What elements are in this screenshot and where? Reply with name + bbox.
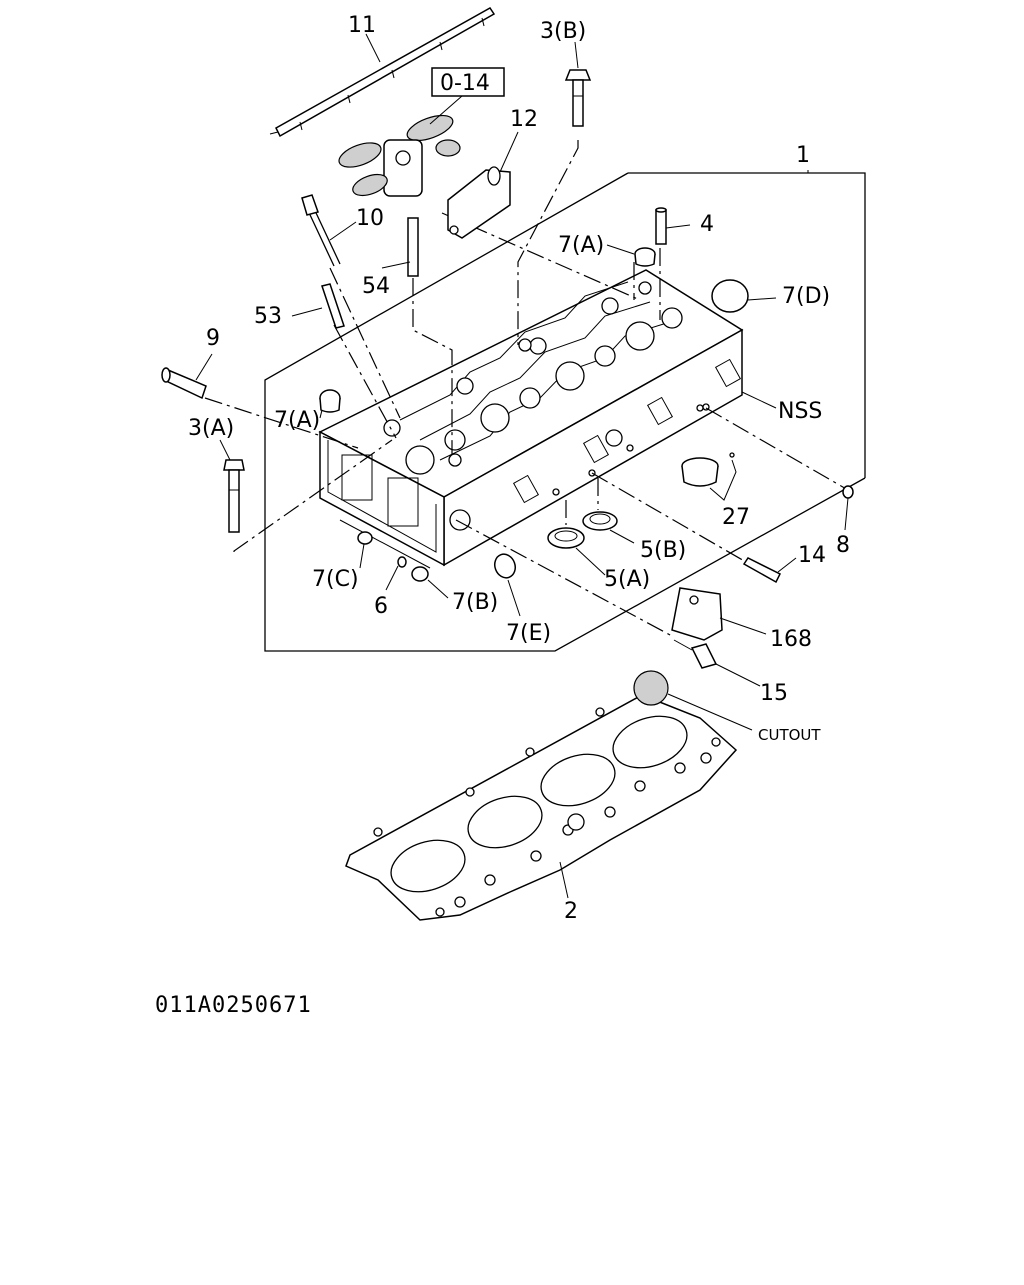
part-15-bolt (673, 639, 718, 669)
part-10-glow-plug (301, 194, 341, 267)
label-7b: 7(B) (452, 590, 498, 615)
leader-lines (195, 33, 849, 899)
label-7d: 7(D) (782, 284, 830, 309)
part-53-stud (321, 283, 345, 329)
label-11: 11 (348, 13, 376, 38)
part-168-bracket (671, 587, 723, 641)
label-7a-top: 7(A) (558, 233, 604, 258)
part-14-stud (742, 557, 782, 584)
callout-labels: 11 3(B) 0-14 12 1 10 4 7(A) 54 7(D) 53 9… (188, 13, 850, 924)
part-3a-bolt (223, 459, 245, 533)
label-1: 1 (796, 143, 810, 168)
label-0-14: 0-14 (440, 71, 490, 96)
cylinder-head (318, 269, 744, 569)
part-9-plug (161, 367, 207, 400)
part-7c-plug (357, 531, 373, 545)
label-5b: 5(B) (640, 538, 686, 563)
part-7d-cap (711, 279, 749, 313)
label-27: 27 (722, 505, 750, 530)
label-54: 54 (362, 274, 390, 299)
part-27-seal (681, 452, 735, 487)
label-3a: 3(A) (188, 416, 234, 441)
part-12-bracket (447, 166, 511, 239)
cutout-bubble (633, 670, 669, 706)
label-8: 8 (836, 533, 850, 558)
label-7a-left: 7(A) (274, 408, 320, 433)
label-7e: 7(E) (506, 621, 551, 646)
drawing-code: 011A0250671 (155, 993, 312, 1018)
reference-lines (204, 140, 849, 637)
part-5a-seat (547, 527, 585, 549)
part-2-head-gasket (345, 694, 738, 921)
label-nss: NSS (778, 399, 822, 424)
part-6-pin (397, 556, 407, 568)
label-2: 2 (564, 899, 578, 924)
label-5a: 5(A) (604, 567, 650, 592)
rocker-assembly (338, 114, 461, 197)
label-cutout: CUTOUT (758, 726, 821, 744)
label-0-14-box (431, 67, 505, 97)
label-7c: 7(C) (312, 567, 359, 592)
label-53: 53 (254, 304, 282, 329)
part-7a-left-plug (319, 389, 341, 413)
label-168: 168 (770, 627, 812, 652)
part-7b-plug (411, 566, 429, 582)
part-4-dowel (655, 207, 667, 245)
part-8-plug (842, 485, 854, 499)
part-7a-top-plug (634, 247, 656, 267)
label-9: 9 (206, 326, 220, 351)
part-11-strip (269, 7, 496, 138)
label-10: 10 (356, 206, 384, 231)
label-3b: 3(B) (540, 19, 586, 44)
part-5b-seat (582, 511, 618, 531)
assembly-frame-part-1 (264, 172, 866, 652)
label-4: 4 (700, 212, 714, 237)
part-7e-seal (493, 553, 517, 579)
label-15: 15 (760, 681, 788, 706)
part-54-stud (407, 217, 419, 277)
label-6: 6 (374, 594, 388, 619)
label-12: 12 (510, 107, 538, 132)
label-14: 14 (798, 543, 826, 568)
part-3b-bolt (564, 69, 592, 127)
